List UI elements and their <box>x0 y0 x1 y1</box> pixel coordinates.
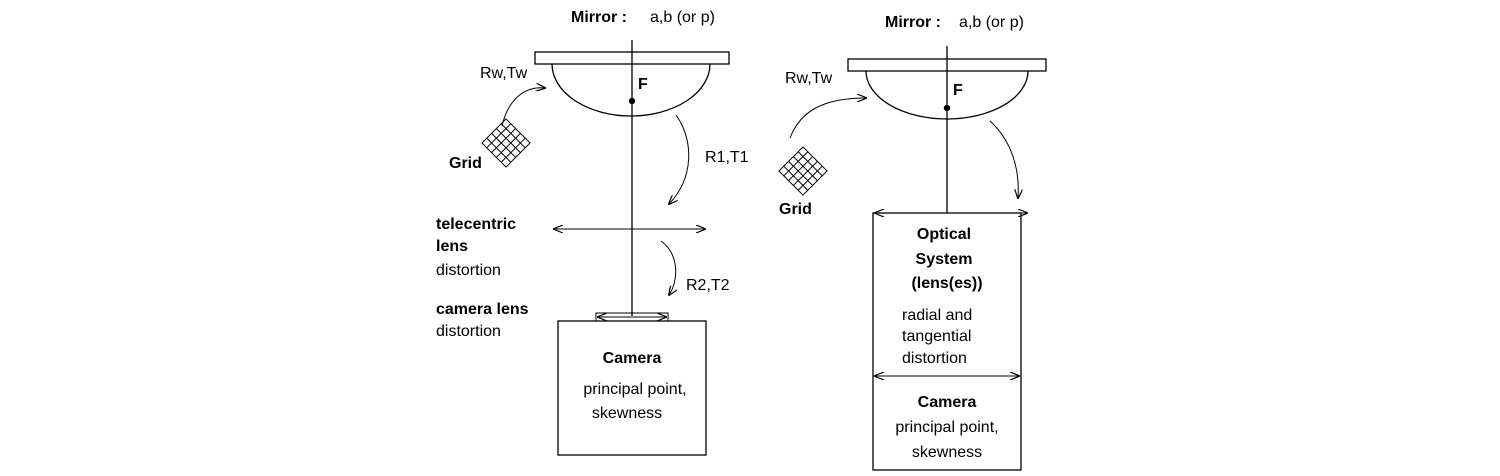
left-telecentric-label-1: telecentric <box>436 216 516 233</box>
left-mirror-surface <box>551 63 711 117</box>
right-distortion-line-1: radial and <box>902 307 972 324</box>
left-camera-title: Camera <box>603 350 662 367</box>
left-r1t1-arrow <box>669 114 690 204</box>
right-mirror-params: a,b (or p) <box>959 14 1024 31</box>
right-mirror-label: Mirror : <box>885 14 941 31</box>
left-camera-line-2: skewness <box>592 405 662 422</box>
right-focus-label: F <box>953 82 963 99</box>
left-telecentric-distortion: distortion <box>436 262 501 279</box>
right-diagram: Mirror : a,b (or p) F Rw,Tw Grid <box>778 14 1047 471</box>
left-telecentric-label-2: lens <box>436 238 468 255</box>
right-camera-title: Camera <box>918 394 977 411</box>
left-grid-label: Grid <box>449 155 482 172</box>
left-mirror-plate <box>534 51 730 65</box>
right-world-transform-arrow <box>789 98 866 139</box>
left-camera-lens-distortion: distortion <box>436 323 501 340</box>
right-distortion-line-3: distortion <box>902 350 967 367</box>
left-camera-lens-label: camera lens <box>436 301 529 318</box>
right-mirror-to-optics-arrow <box>989 120 1018 198</box>
left-focus-point <box>628 97 636 105</box>
right-camera-line-1: principal point, <box>895 419 998 436</box>
left-camera-line-1: principal point, <box>583 381 686 398</box>
left-r2t2-label: R2,T2 <box>686 277 730 294</box>
right-mirror-surface <box>865 70 1029 120</box>
left-camera-box <box>557 320 707 456</box>
left-mirror-params: a,b (or p) <box>650 9 715 26</box>
right-camera-line-2: skewness <box>912 444 982 461</box>
right-world-transform-label: Rw,Tw <box>785 70 833 87</box>
left-r2t2-arrow <box>660 240 676 295</box>
right-optical-line-3: (lens(es)) <box>911 275 982 292</box>
right-optical-line-1: Optical <box>917 226 971 243</box>
right-optical-line-2: System <box>916 251 973 268</box>
right-focus-point <box>943 104 951 112</box>
left-world-transform-arrow <box>501 88 545 127</box>
left-r1t1-label: R1,T1 <box>705 149 749 166</box>
left-mirror-label: Mirror : <box>571 9 627 26</box>
left-diagram: Mirror : a,b (or p) F Rw,Tw Grid R1,T1 <box>436 9 749 456</box>
left-world-transform-label: Rw,Tw <box>480 65 528 82</box>
right-mirror-plate <box>847 58 1047 72</box>
right-calibration-grid <box>778 146 828 196</box>
right-distortion-line-2: tangential <box>902 328 971 345</box>
left-calibration-grid <box>481 118 531 168</box>
right-grid-label: Grid <box>779 201 812 218</box>
left-focus-label: F <box>638 76 648 93</box>
